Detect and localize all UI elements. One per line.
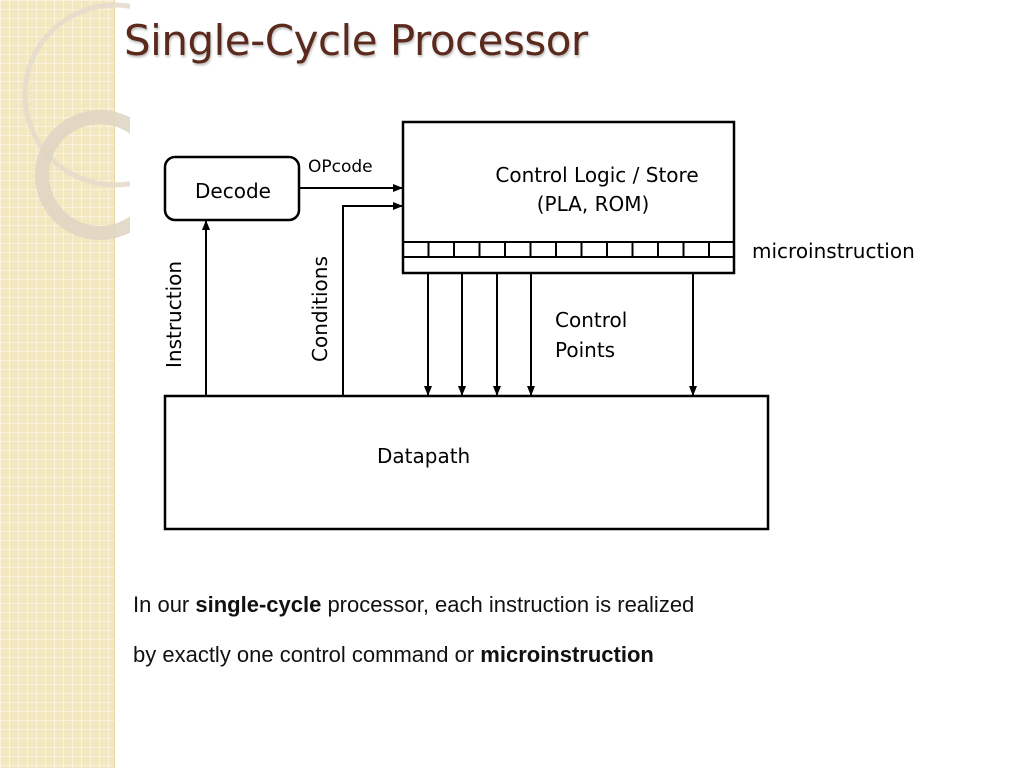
caption-text: processor, each instruction is realized (321, 592, 695, 617)
caption-line-2: by exactly one control command or microi… (133, 638, 993, 688)
opcode-label: OPcode (308, 157, 373, 177)
control-points-label-line2: Points (555, 338, 615, 362)
datapath-box (163, 394, 770, 531)
caption-emphasis: microinstruction (480, 642, 654, 667)
conditions-label: Conditions (308, 256, 332, 362)
instruction-label: Instruction (162, 261, 186, 368)
caption-text: In our (133, 592, 196, 617)
decode-label: Decode (195, 179, 271, 203)
conditions-arrow (342, 202, 403, 396)
control-point-arrows (424, 274, 697, 396)
caption-line-1: In our single-cycle processor, each inst… (133, 588, 993, 638)
control-points-label-line1: Control (555, 308, 627, 332)
caption: In our single-cycle processor, each inst… (133, 588, 993, 688)
decorative-rings (22, 2, 130, 240)
caption-text: by exactly one control command or (133, 642, 481, 667)
microinstruction-register (403, 241, 734, 258)
control-store-box (401, 120, 736, 275)
control-store-label-line1: Control Logic / Store (495, 163, 698, 187)
microinstruction-label: microinstruction (752, 239, 915, 263)
caption-emphasis: single-cycle (195, 592, 322, 617)
control-store-label-line2: (PLA, ROM) (537, 192, 650, 216)
datapath-label: Datapath (377, 444, 470, 468)
slide-title: Single-Cycle Processor (124, 16, 588, 65)
